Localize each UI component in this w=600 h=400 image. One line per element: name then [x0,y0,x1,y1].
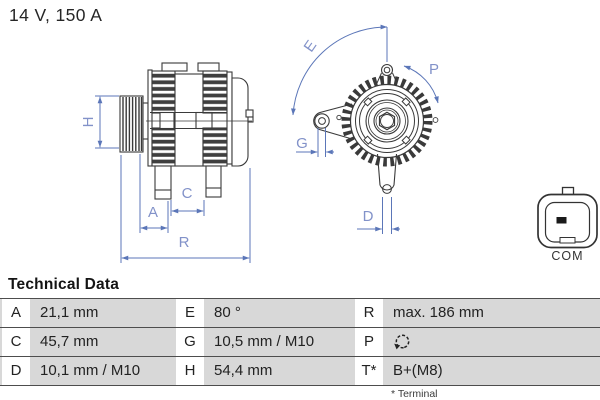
table-row: C 45,7 mm G 10,5 mm / M10 P [0,327,600,356]
dim-label-a: A [148,204,158,221]
table-cell-key: G [176,328,204,356]
dim-label-h: H [80,117,97,128]
table-cell-value: max. 186 mm [383,299,600,327]
rotation-direction-cell [383,328,600,356]
mounting-legs [154,165,222,200]
terminal-footnote: * Terminal [391,388,438,400]
table-cell-key: D [2,357,30,385]
terminal-stub [245,109,254,123]
pulley [119,95,144,153]
table-row: A 21,1 mm E 80 ° R max. 186 mm [0,298,600,327]
dim-label-p: P [429,61,439,78]
top-mounting-ear [376,63,398,84]
dim-label-e: E [301,37,321,55]
table-cell-key: C [2,328,30,356]
technical-data-section: Technical Data A 21,1 mm E 80 ° R max. 1… [0,276,600,400]
bottom-mounting-lug [376,153,398,194]
technical-data-table: A 21,1 mm E 80 ° R max. 186 mm C 45,7 mm… [0,298,600,386]
shaft-nut [378,111,396,131]
side-view [119,62,254,200]
table-cell-value: 45,7 mm [30,328,176,356]
table-cell-value: 10,5 mm / M10 [204,328,355,356]
dim-label-g: G [296,135,308,152]
table-cell-key: A [2,299,30,327]
dim-label-c: C [182,185,193,202]
table-left-edge [0,328,2,356]
table-cell-value: 10,1 mm / M10 [30,357,176,385]
table-cell-key: E [176,299,204,327]
table-cell-key: H [176,357,204,385]
alternator-technical-drawing: H A C R E G D P COM [80,24,598,263]
table-cell-key: P [355,328,383,356]
com-connector: COM [537,186,598,263]
rotation-cw-icon [394,334,410,350]
table-cell-key: R [355,299,383,327]
fin-ring [341,75,433,167]
dim-label-r: R [179,234,190,251]
rear-cover [231,77,249,167]
table-cell-value: 21,1 mm [30,299,176,327]
rating-text: 14 V, 150 A [9,5,103,25]
table-row: D 10,1 mm / M10 H 54,4 mm T* B+(M8) [0,356,600,385]
table-cell-key: T* [355,357,383,385]
table-left-edge [0,357,2,385]
dim-label-d: D [363,208,374,225]
connector-label: COM [551,249,583,263]
front-view [313,63,439,194]
table-left-edge [0,299,2,327]
cooling-fins-rear [202,70,228,167]
connector-pin [556,217,567,224]
section-heading: Technical Data [8,276,120,293]
table-cell-value: 54,4 mm [204,357,355,385]
table-cell-value: B+(M8) [383,357,600,385]
table-cell-value: 80 ° [204,299,355,327]
dimension-lines [95,24,439,263]
